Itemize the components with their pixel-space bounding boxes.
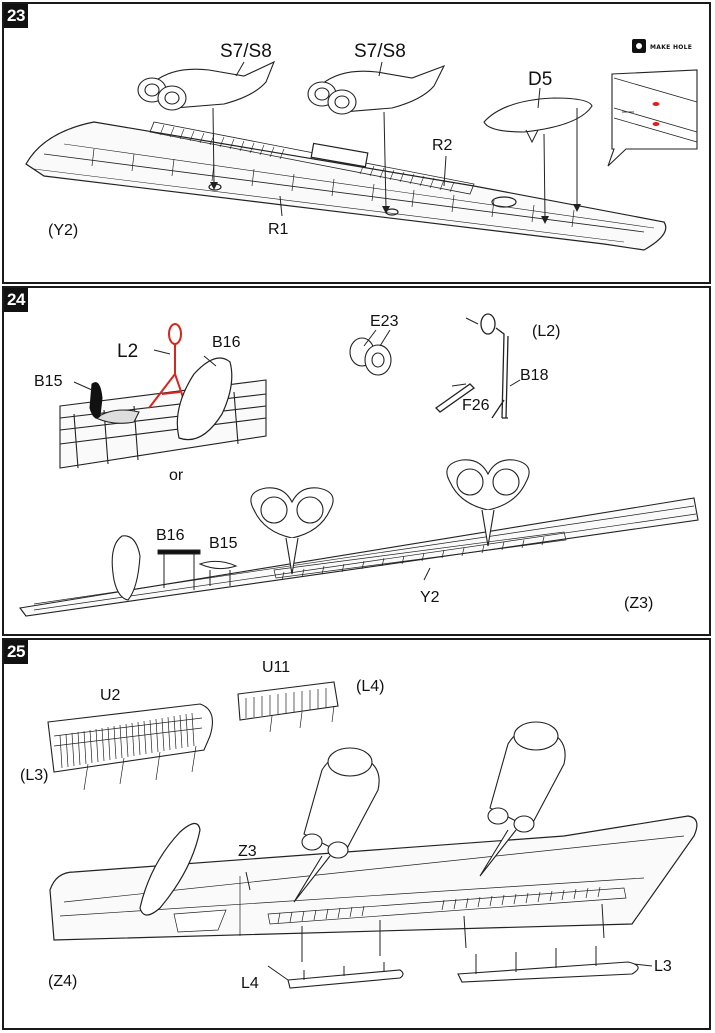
label-z3: Z3 (238, 843, 257, 860)
label-l3: L3 (654, 958, 672, 975)
label-b15: B15 (34, 373, 63, 390)
step-23-drawing (25, 60, 698, 251)
make-hole-label: MAKE HOLE (650, 44, 693, 51)
step-number: 24 (4, 288, 28, 312)
label-or: or (169, 467, 184, 484)
label-z3: (Z3) (624, 595, 654, 612)
hole-mark (652, 122, 660, 126)
step-number: 23 (4, 4, 28, 28)
label-y2: (Y2) (48, 222, 79, 239)
label-s7s8-b: S7/S8 (354, 41, 406, 62)
hole-mark (652, 102, 660, 106)
step-25-drawing (47, 681, 698, 989)
label-d5: D5 (528, 69, 553, 90)
make-hole-icon (632, 39, 646, 53)
label-l4-paren: (L4) (356, 678, 385, 695)
label-b15-b: B15 (209, 535, 238, 552)
label-r2: R2 (432, 137, 453, 154)
label-u11: U11 (262, 659, 291, 676)
step-24-panel: 24 (2, 286, 711, 636)
label-z4: (Z4) (48, 973, 78, 990)
step-23-panel: 23 (2, 2, 711, 284)
label-b18: B18 (520, 367, 549, 384)
label-r1: R1 (268, 221, 289, 238)
label-f26: F26 (462, 397, 490, 414)
label-u2: U2 (100, 687, 121, 704)
label-l4: L4 (241, 975, 259, 992)
label-l2: L2 (117, 341, 139, 362)
label-l3-paren: (L3) (20, 767, 49, 784)
label-e23: E23 (370, 313, 399, 330)
label-l2-paren: (L2) (532, 323, 561, 340)
label-b16-b: B16 (156, 527, 185, 544)
label-y2: Y2 (420, 589, 440, 606)
step-number: 25 (4, 640, 28, 664)
label-s7s8-a: S7/S8 (220, 41, 272, 62)
label-b16: B16 (212, 334, 241, 351)
step-24-drawing (19, 313, 699, 617)
step-25-panel: 25 (2, 638, 711, 1030)
